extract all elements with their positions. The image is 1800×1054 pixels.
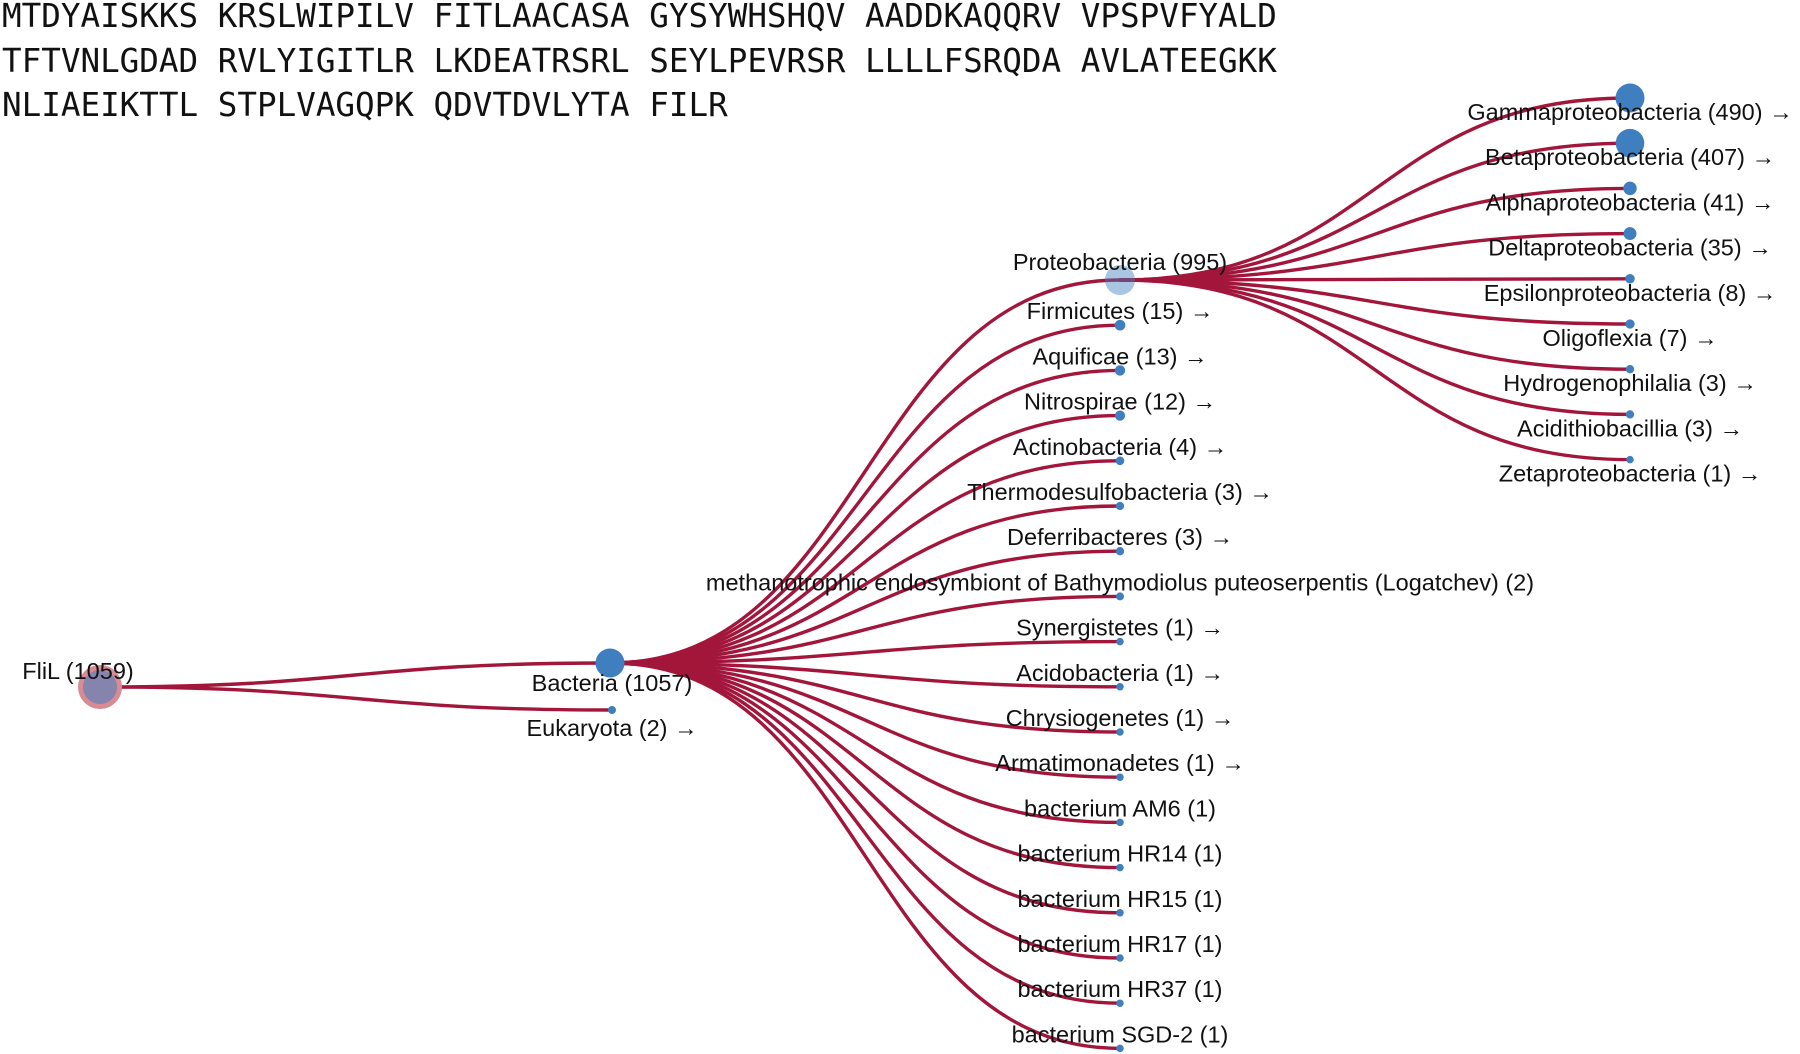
edge-bacteria-aquificae xyxy=(608,368,1122,665)
node-firmicutes xyxy=(1114,319,1126,331)
node-acidobacteria xyxy=(1116,683,1124,691)
node-oligoflexia xyxy=(1625,319,1635,329)
node-bacterium-hr15 xyxy=(1116,909,1124,917)
edge-proteobacteria-alphaproteobacteria xyxy=(1118,186,1632,282)
label-actinobacteria[interactable]: Actinobacteria (4) → xyxy=(1013,434,1227,460)
node-alphaproteobacteria xyxy=(1623,181,1637,196)
node-nitrospirae xyxy=(1114,410,1126,421)
label-thermodesulfobacteria[interactable]: Thermodesulfobacteria (3) → xyxy=(967,479,1273,505)
label-deferribacteres[interactable]: Deferribacteres (3) → xyxy=(1007,524,1233,550)
node-armatimonadetes xyxy=(1116,773,1124,781)
tree-edges xyxy=(98,96,1632,1051)
node-deltaproteobacteria xyxy=(1623,227,1637,241)
label-bacterium-hr17: bacterium HR17 (1) xyxy=(1017,931,1222,957)
node-bacterium-am6 xyxy=(1116,818,1124,827)
bacteria-label: Bacteria (1057) xyxy=(532,670,693,696)
label-gammaproteobacteria[interactable]: Gammaproteobacteria (490) → xyxy=(1467,99,1792,125)
node-zetaproteobacteria xyxy=(1626,455,1634,464)
tree-labels: FliL (1059) Bacteria (1057) Eukaryota (2) … xyxy=(22,99,1792,1047)
edge-bacteria-bacterium-sgd-2 xyxy=(608,661,1122,1051)
edge-proteobacteria-zetaproteobacteria xyxy=(1118,278,1632,462)
node-bacterium-hr14 xyxy=(1116,863,1124,872)
label-deltaproteobacteria[interactable]: Deltaproteobacteria (35) → xyxy=(1488,235,1771,261)
node-hydrogenophilalia xyxy=(1625,365,1635,374)
label-betaproteobacteria[interactable]: Betaproteobacteria (407) → xyxy=(1485,144,1775,170)
label-methanotrophic-endosymbiont-of-bathymodiolus-puteoserpentis: methanotrophic endosymbiont of Bathymodi… xyxy=(706,569,1534,595)
label-nitrospirae[interactable]: Nitrospirae (12) → xyxy=(1024,389,1216,415)
label-acidithiobacillia[interactable]: Acidithiobacillia (3) → xyxy=(1517,415,1743,441)
eukaryota-node xyxy=(608,706,616,714)
edge-bacteria-methanotrophic-endosymbiont-of-bathymodiolus-puteoserpentis xyxy=(608,594,1122,665)
edge-bacteria-bacterium-am6 xyxy=(608,661,1122,825)
label-bacterium-hr14: bacterium HR14 (1) xyxy=(1017,841,1222,867)
label-synergistetes[interactable]: Synergistetes (1) → xyxy=(1016,615,1224,641)
proteobacteria-node xyxy=(1105,265,1135,295)
edge-bacteria-actinobacteria xyxy=(608,459,1122,665)
label-alphaproteobacteria[interactable]: Alphaproteobacteria (41) → xyxy=(1486,189,1775,215)
bacteria-node xyxy=(595,648,625,678)
protein-sequence: MTDYAISKKS KRSLWIPILV FITLAACASA GYSYWHS… xyxy=(2,0,1277,128)
edge-root-eukaryota xyxy=(98,685,614,712)
label-proteobacteria: Proteobacteria (995) xyxy=(1013,249,1227,275)
node-actinobacteria xyxy=(1115,456,1125,466)
edge-bacteria-bacterium-hr15 xyxy=(608,661,1122,915)
edge-bacteria-proteobacteria xyxy=(608,278,1122,665)
edge-bacteria-bacterium-hr14 xyxy=(608,661,1122,870)
label-aquificae[interactable]: Aquificae (13) → xyxy=(1032,343,1207,369)
edge-bacteria-synergistetes xyxy=(608,639,1122,665)
edge-proteobacteria-betaproteobacteria xyxy=(1118,141,1632,282)
edge-bacteria-armatimonadetes xyxy=(608,661,1122,779)
label-chrysiogenetes[interactable]: Chrysiogenetes (1) → xyxy=(1006,705,1235,731)
label-bacterium-hr37: bacterium HR37 (1) xyxy=(1017,976,1222,1002)
sequence-line: NLIAEIKTTL STPLVAGQPK QDVTDVLYTA FILR xyxy=(2,86,728,125)
node-epsilonproteobacteria xyxy=(1625,274,1635,284)
node-bacterium-hr37 xyxy=(1116,999,1124,1007)
node-acidithiobacillia xyxy=(1625,410,1635,419)
edge-proteobacteria-gammaproteobacteria xyxy=(1118,96,1632,282)
label-oligoflexia[interactable]: Oligoflexia (7) → xyxy=(1543,325,1718,351)
edge-proteobacteria-epsilonproteobacteria xyxy=(1118,277,1632,282)
sequence-line: MTDYAISKKS KRSLWIPILV FITLAACASA GYSYWHS… xyxy=(2,0,1277,35)
label-hydrogenophilalia[interactable]: Hydrogenophilalia (3) → xyxy=(1503,370,1756,396)
label-armatimonadetes[interactable]: Armatimonadetes (1) → xyxy=(995,750,1244,776)
eukaryota-label[interactable]: Eukaryota (2) → xyxy=(526,715,697,741)
edge-bacteria-firmicutes xyxy=(608,323,1122,665)
label-bacterium-sgd-2: bacterium SGD-2 (1) xyxy=(1012,1021,1229,1047)
node-aquificae xyxy=(1114,365,1126,376)
edge-proteobacteria-oligoflexia xyxy=(1118,278,1632,326)
label-zetaproteobacteria[interactable]: Zetaproteobacteria (1) → xyxy=(1499,461,1762,487)
edge-bacteria-chrysiogenetes xyxy=(608,661,1122,734)
edge-bacteria-nitrospirae xyxy=(608,413,1122,665)
root-node xyxy=(83,670,117,704)
node-methanotrophic-endosymbiont-of-bathymodiolus-puteoserpentis xyxy=(1116,592,1124,601)
edge-proteobacteria-hydrogenophilalia xyxy=(1118,278,1632,371)
edge-bacteria-acidobacteria xyxy=(608,661,1122,689)
label-bacterium-am6: bacterium AM6 (1) xyxy=(1024,795,1216,821)
edge-bacteria-bacterium-hr17 xyxy=(608,661,1122,960)
node-bacterium-sgd-2 xyxy=(1116,1044,1124,1053)
node-betaproteobacteria xyxy=(1615,128,1645,158)
edge-proteobacteria-acidithiobacillia xyxy=(1118,278,1632,417)
sequence-line: TFTVNLGDAD RVLYIGITLR LKDEATRSRL SEYLPEV… xyxy=(2,41,1277,80)
node-thermodesulfobacteria xyxy=(1115,501,1125,511)
label-epsilonproteobacteria[interactable]: Epsilonproteobacteria (8) → xyxy=(1484,280,1777,306)
edge-proteobacteria-deltaproteobacteria xyxy=(1118,231,1632,282)
edge-bacteria-bacterium-hr37 xyxy=(608,661,1122,1005)
node-synergistetes xyxy=(1116,637,1124,646)
node-gammaproteobacteria xyxy=(1615,83,1645,113)
edge-root-bacteria xyxy=(98,661,612,689)
node-bacterium-hr17 xyxy=(1116,954,1124,962)
label-bacterium-hr15: bacterium HR15 (1) xyxy=(1017,886,1222,912)
label-firmicutes[interactable]: Firmicutes (15) → xyxy=(1027,298,1214,324)
edge-bacteria-thermodesulfobacteria xyxy=(608,504,1122,665)
edge-bacteria-deferribacteres xyxy=(608,549,1122,665)
node-deferribacteres xyxy=(1115,547,1125,556)
tree-nodes xyxy=(78,83,1645,1053)
label-acidobacteria[interactable]: Acidobacteria (1) → xyxy=(1016,660,1224,686)
node-chrysiogenetes xyxy=(1116,728,1124,736)
root-label: FliL (1059) xyxy=(22,658,133,684)
